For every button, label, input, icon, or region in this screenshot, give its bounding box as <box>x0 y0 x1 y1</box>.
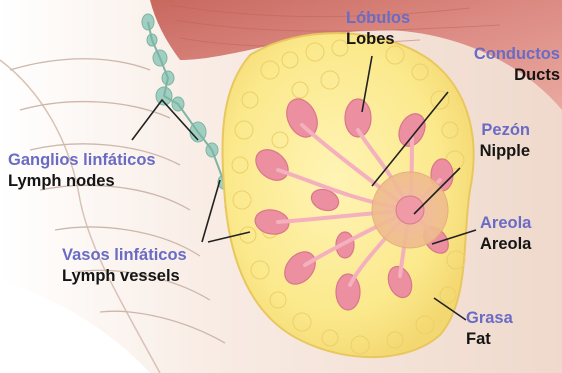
label-fat-en: Fat <box>466 329 513 350</box>
label-areola: Areola Areola <box>480 213 531 255</box>
label-lobes: Lóbulos Lobes <box>346 8 410 50</box>
label-ducts-es: Conductos <box>448 44 560 65</box>
label-nipple: Pezón Nipple <box>458 120 530 162</box>
label-nipple-en: Nipple <box>458 141 530 162</box>
nipple-shape <box>396 196 424 224</box>
label-lobes-en: Lobes <box>346 29 410 50</box>
label-areola-es: Areola <box>480 213 531 234</box>
label-lymph-vessels-en: Lymph vessels <box>62 266 187 287</box>
label-lymph-nodes-en: Lymph nodes <box>8 171 156 192</box>
label-nipple-es: Pezón <box>458 120 530 141</box>
label-ducts-en: Ducts <box>448 65 560 86</box>
label-lymph-vessels: Vasos linfáticos Lymph vessels <box>62 245 187 287</box>
label-fat: Grasa Fat <box>466 308 513 350</box>
label-ducts: Conductos Ducts <box>448 44 560 86</box>
label-fat-es: Grasa <box>466 308 513 329</box>
label-lymph-vessels-es: Vasos linfáticos <box>62 245 187 266</box>
label-lobes-es: Lóbulos <box>346 8 410 29</box>
label-areola-en: Areola <box>480 234 531 255</box>
label-lymph-nodes: Ganglios linfáticos Lymph nodes <box>8 150 156 192</box>
label-lymph-nodes-es: Ganglios linfáticos <box>8 150 156 171</box>
